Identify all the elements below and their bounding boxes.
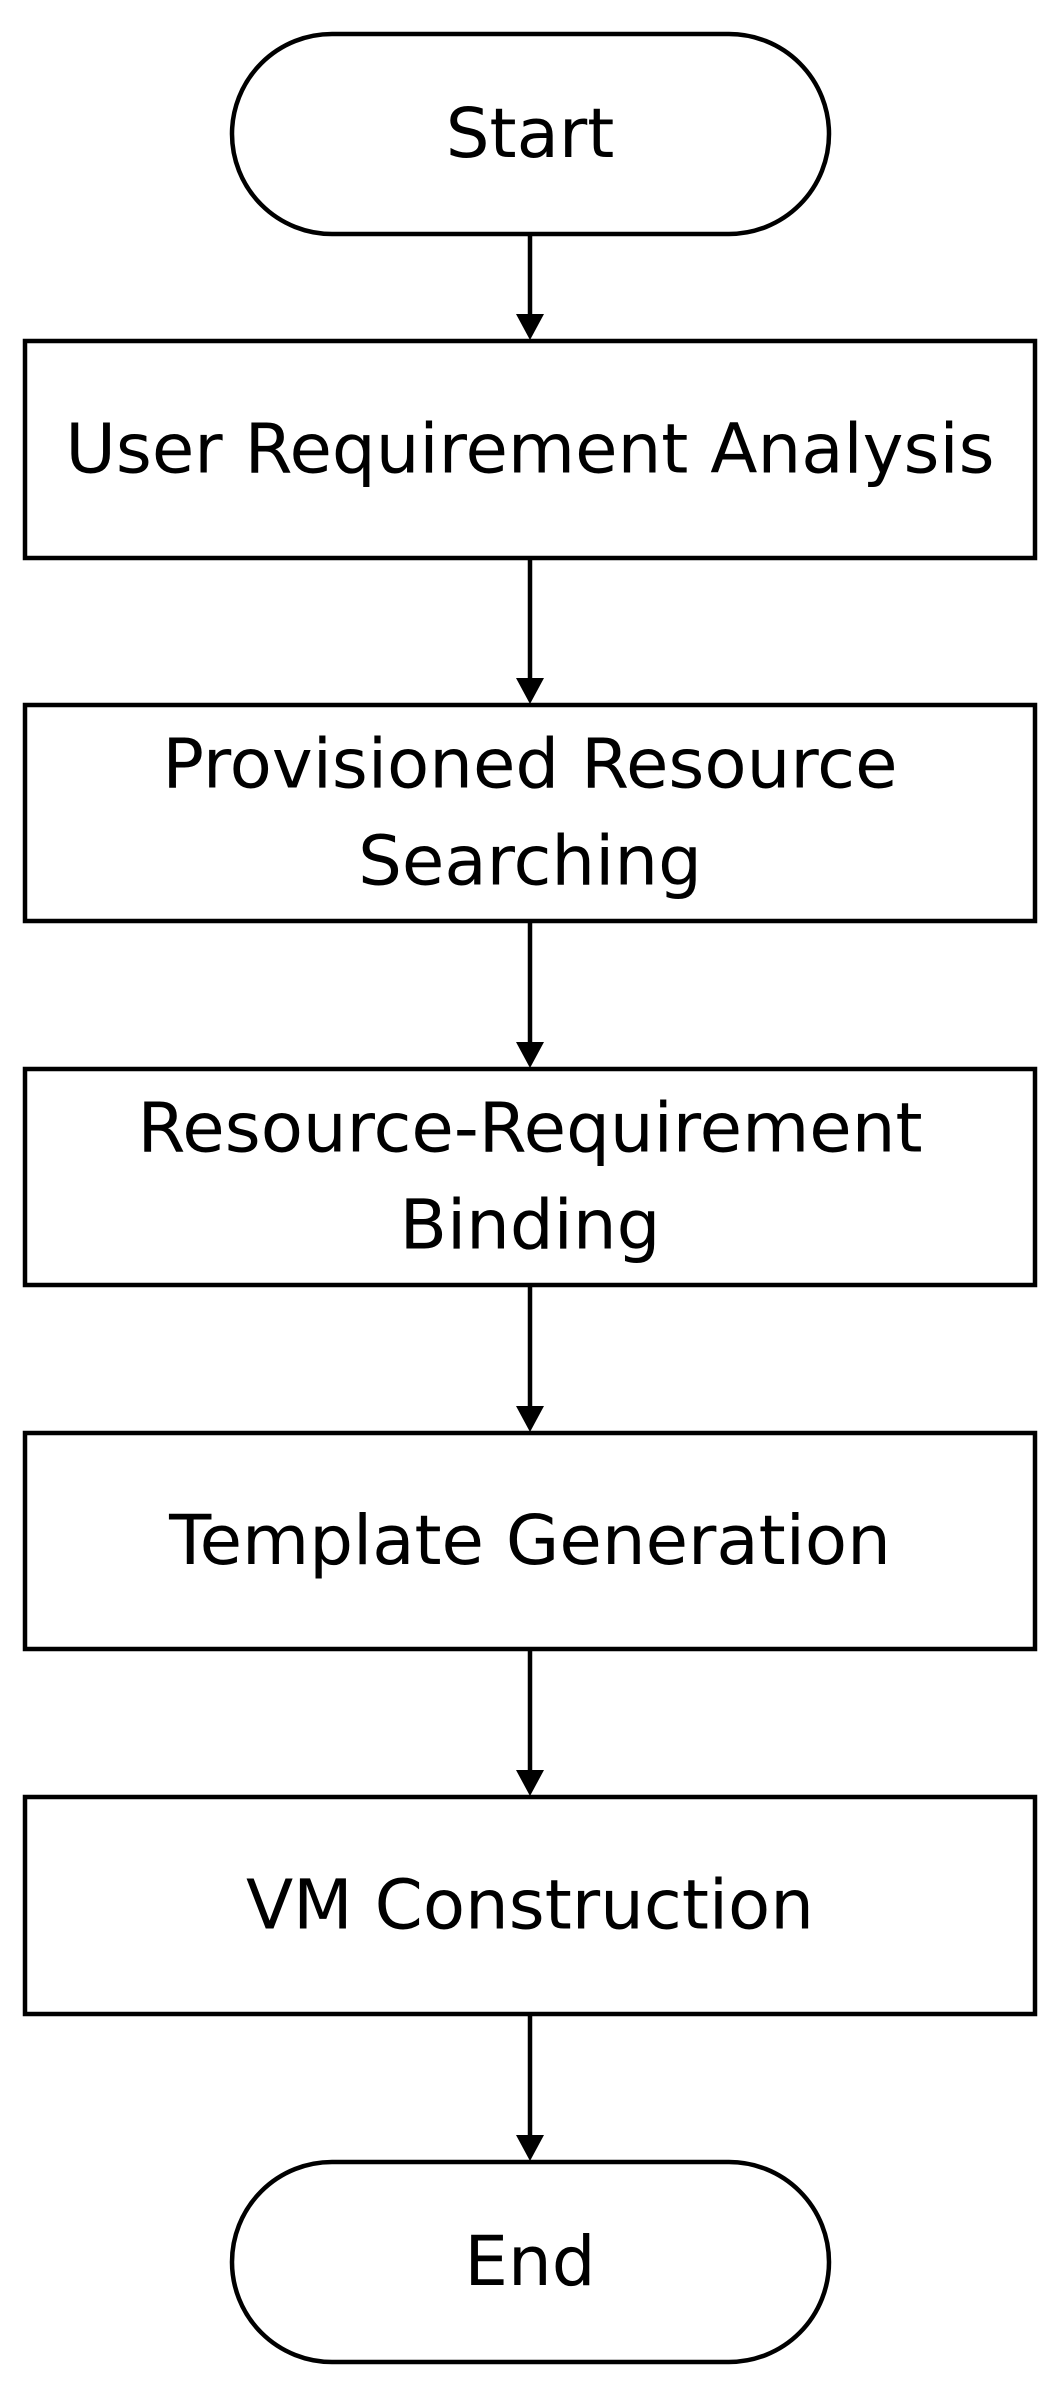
terminator-shape xyxy=(229,31,832,237)
arrowhead xyxy=(516,1770,544,1796)
process-box xyxy=(22,1430,1038,1652)
node-label: Resource-Requirement xyxy=(137,1089,922,1169)
arrowhead xyxy=(516,1042,544,1068)
terminator-end: End xyxy=(229,2159,832,2365)
process-step-vm-construction: VM Construction xyxy=(22,1794,1038,2017)
terminator-shape xyxy=(229,2159,832,2365)
process-box xyxy=(22,338,1038,561)
arrowhead xyxy=(516,1406,544,1432)
flow-arrow xyxy=(516,234,544,340)
process-box xyxy=(22,1066,1038,1288)
node-label: Provisioned Resource xyxy=(162,725,897,805)
flow-arrow xyxy=(516,1649,544,1796)
flow-arrow xyxy=(516,921,544,1068)
process-step-template-generation: Template Generation xyxy=(22,1430,1038,1652)
process-box xyxy=(22,1794,1038,2017)
arrowhead xyxy=(516,678,544,704)
flow-arrow xyxy=(516,2014,544,2161)
node-label: Searching xyxy=(358,822,702,902)
flow-arrow xyxy=(516,558,544,704)
arrowhead xyxy=(516,314,544,340)
process-step-user-requirement-analysis: User Requirement Analysis xyxy=(22,338,1038,561)
node-label: VM Construction xyxy=(246,1866,814,1946)
node-label: Start xyxy=(446,94,615,174)
node-label: Template Generation xyxy=(168,1501,891,1581)
flow-arrow xyxy=(516,1285,544,1432)
terminator-start: Start xyxy=(229,31,832,237)
node-label: Binding xyxy=(400,1186,661,1266)
arrowhead xyxy=(516,2135,544,2161)
process-box xyxy=(22,702,1038,924)
node-label: User Requirement Analysis xyxy=(65,410,994,490)
node-label: End xyxy=(464,2222,595,2302)
